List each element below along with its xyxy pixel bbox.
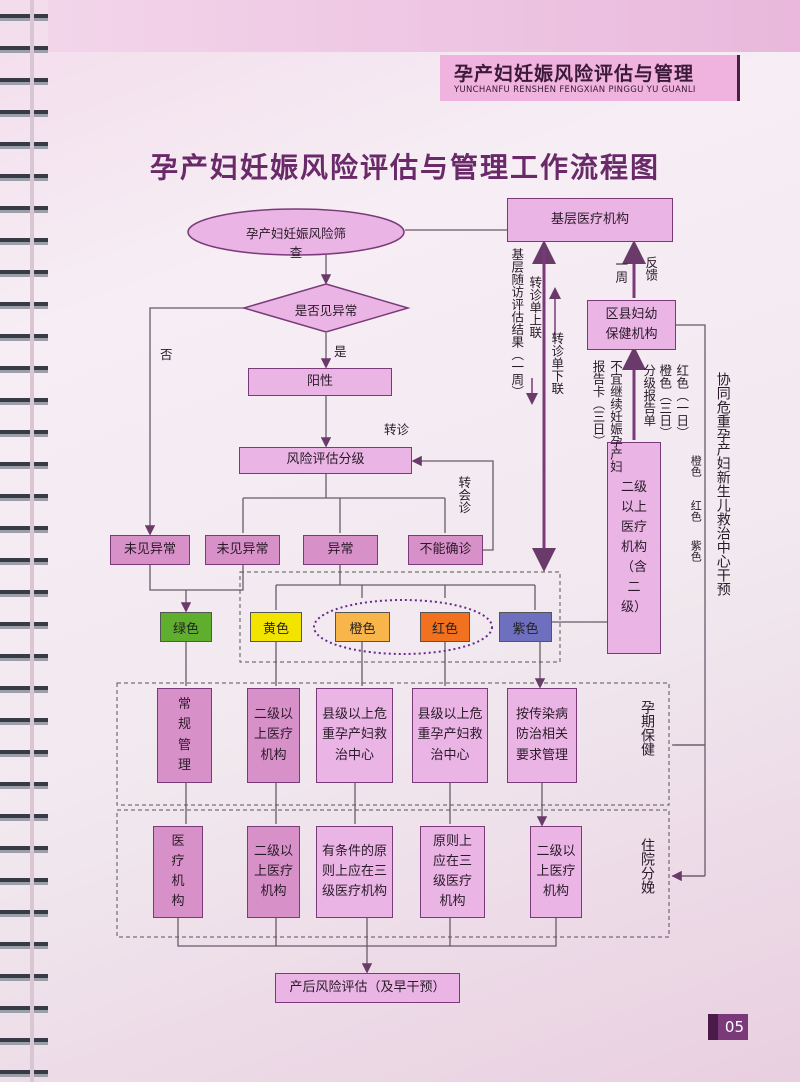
orange-label: 橙色 <box>689 455 703 477</box>
positive-node: 阳性 <box>248 368 392 396</box>
color-yellow: 黄色 <box>250 612 302 642</box>
red-1d-label: 红色（一日） <box>674 364 690 439</box>
decision-node: 是否见异常 <box>294 303 358 318</box>
one-week-label: 一周 <box>613 258 629 283</box>
report-card-label: 不宜继续妊娠孕产妇报告卡（三日） <box>590 360 624 473</box>
prenatal-care-label: 孕期保健 <box>639 700 655 756</box>
grading-report-label: 分级报告单 <box>641 364 657 427</box>
postpartum-node: 产后风险评估（及早干预） <box>275 973 460 1003</box>
spiral-binding <box>0 0 48 1082</box>
header-title: 孕产妇妊娠风险评估与管理 <box>454 63 695 85</box>
no-abnormal-node-2: 未见异常 <box>205 535 280 565</box>
uncertain-node: 不能确诊 <box>408 535 483 565</box>
color-purple: 紫色 <box>499 612 552 642</box>
page-number: 05 <box>708 1014 748 1040</box>
hospital-delivery-label: 住院分娩 <box>639 838 655 894</box>
referral-lower-label: 转诊单下联 <box>549 332 565 395</box>
no-label: 否 <box>160 347 173 362</box>
delivery-box-2: 二级以上医疗机构 <box>247 826 300 918</box>
page-title: 孕产妇妊娠风险评估与管理工作流程图 <box>150 151 661 184</box>
delivery-box-4: 原则上应在三级医疗机构 <box>420 826 485 918</box>
color-red: 红色 <box>420 612 470 642</box>
center-collab-label: 协同危重孕产妇新生儿救治中心干预 <box>714 372 731 596</box>
no-abnormal-node-1: 未见异常 <box>110 535 190 565</box>
abnormal-node: 异常 <box>303 535 378 565</box>
prenatal-box-3: 县级以上危重孕产妇救治中心 <box>316 688 393 783</box>
feedback-label: 反馈 <box>643 256 659 281</box>
color-green: 绿色 <box>160 612 212 642</box>
grading-node: 风险评估分级 <box>239 447 412 474</box>
delivery-box-3: 有条件的原则上应在三级医疗机构 <box>316 826 393 918</box>
color-orange: 橙色 <box>335 612 390 642</box>
top-band <box>48 0 800 52</box>
delivery-box-1: 医疗机构 <box>153 826 203 918</box>
red-label: 红色 <box>689 500 703 522</box>
purple-label: 紫色 <box>689 540 703 562</box>
delivery-box-5: 二级以上医疗机构 <box>530 826 582 918</box>
consult-label: 转会诊 <box>456 476 472 514</box>
followup-label: 基层随访评估结果（一周） <box>509 248 525 398</box>
district-mch-node: 区县妇幼保健机构 <box>587 300 676 350</box>
header-subtitle: YUNCHANFU RENSHEN FENGXIAN PINGGU YU GUA… <box>454 85 696 95</box>
primary-care-node: 基层医疗机构 <box>507 198 673 242</box>
prenatal-box-5: 按传染病防治相关要求管理 <box>507 688 577 783</box>
running-header: 孕产妇妊娠风险评估与管理 YUNCHANFU RENSHEN FENGXIAN … <box>440 55 740 101</box>
referral-upper-label: 转诊单上联 <box>527 276 543 339</box>
secondary-plus-node: 二级以上医疗机构（含二级） <box>607 442 661 654</box>
orange-3d-label: 橙色（三日） <box>657 364 673 439</box>
screening-node: 孕产妇妊娠风险筛查 <box>246 226 347 260</box>
prenatal-box-2: 二级以上医疗机构 <box>247 688 300 783</box>
yes-label: 是 <box>334 344 347 359</box>
prenatal-box-4: 县级以上危重孕产妇救治中心 <box>412 688 488 783</box>
referral-label: 转诊 <box>384 422 410 437</box>
prenatal-box-1: 常规管理 <box>157 688 212 783</box>
